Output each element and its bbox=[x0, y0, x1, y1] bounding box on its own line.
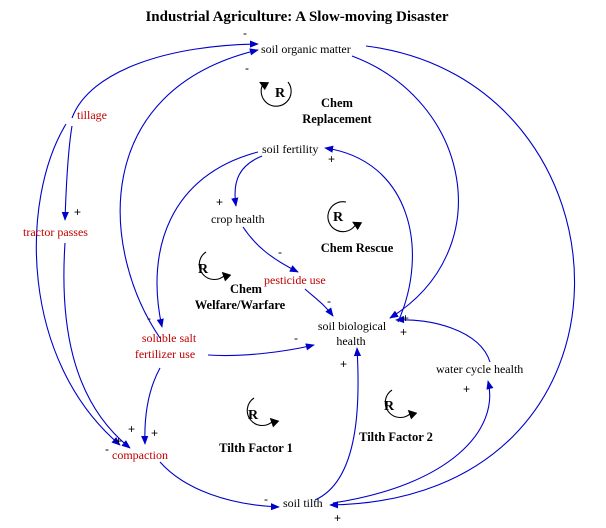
var-crop-health: crop health bbox=[211, 212, 265, 226]
svg-text:R: R bbox=[384, 399, 395, 414]
link-soil-tilth-to-water-cycle-health bbox=[332, 380, 494, 504]
loop-marker-tilth-factor-1: R bbox=[246, 397, 280, 428]
link-tillage-to-soil-organic-matter bbox=[71, 40, 259, 119]
svg-text:R: R bbox=[333, 210, 344, 225]
loop-label-chem-welfare-line2: Welfare/Warfare bbox=[195, 298, 286, 312]
link-compaction-to-soil-tilth bbox=[159, 461, 280, 511]
loop-label-tilth-factor-1: Tilth Factor 1 bbox=[219, 441, 293, 455]
var-compaction: compaction bbox=[112, 448, 168, 462]
var-soluble-salt-fertilizer-line1: soluble salt bbox=[142, 331, 197, 345]
svg-text:R: R bbox=[275, 86, 286, 101]
var-tillage: tillage bbox=[77, 108, 107, 122]
polarity-water-bio: + bbox=[402, 311, 409, 325]
link-fertilizer-to-compaction bbox=[141, 367, 161, 445]
polarity-fertility-crop: + bbox=[216, 195, 223, 209]
polarity-tilth-bio: + bbox=[340, 357, 347, 371]
polarity-fertilizer-bio: - bbox=[294, 331, 298, 345]
loop-marker-chem-replacement: R bbox=[259, 81, 292, 107]
loop-label-tilth-factor-2: Tilth Factor 2 bbox=[359, 430, 433, 444]
polarity-compaction-tilth: - bbox=[264, 492, 268, 506]
polarity-fertilizer-compaction: + bbox=[151, 426, 158, 440]
diagram-title: Industrial Agriculture: A Slow-moving Di… bbox=[145, 9, 448, 25]
polarity-bio-fertility: + bbox=[328, 152, 335, 166]
link-crop-health-to-pesticide-use bbox=[242, 226, 299, 273]
loop-label-chem-replacement-line2: Replacement bbox=[302, 112, 372, 126]
var-soluble-salt-fertilizer-line2: fertilizer use bbox=[135, 347, 195, 361]
link-soil-organic-matter-to-soil-biological-health bbox=[351, 55, 459, 319]
var-tractor-passes: tractor passes bbox=[23, 225, 88, 239]
loop-label-chem-rescue: Chem Rescue bbox=[321, 241, 394, 255]
svg-text:R: R bbox=[198, 262, 209, 277]
loop-label-chem-welfare-line1: Chem bbox=[230, 282, 263, 296]
polarity-compaction-left: - bbox=[105, 442, 109, 456]
polarity-fertilizer-som: - bbox=[245, 61, 249, 75]
polarity-tillage-compaction: + bbox=[115, 434, 122, 448]
var-soil-organic-matter: soil organic matter bbox=[261, 42, 351, 56]
link-soil-organic-matter-to-soil-tilth bbox=[329, 45, 576, 509]
link-tillage-to-compaction bbox=[35, 123, 121, 446]
link-soil-tilth-to-soil-biological-health bbox=[314, 347, 362, 501]
polarity-som-bio: + bbox=[400, 325, 407, 339]
loop-marker-tilth-factor-2: R bbox=[384, 389, 418, 420]
link-soil-fertility-to-crop-health bbox=[231, 155, 263, 207]
link-water-cycle-health-to-soil-biological-health bbox=[395, 315, 491, 363]
loop-label-chem-replacement-line1: Chem bbox=[321, 96, 354, 110]
polarity-som-tilth: + bbox=[334, 511, 341, 525]
link-fertilizer-to-soil-organic-matter bbox=[119, 48, 259, 339]
link-tractor-passes-to-compaction bbox=[63, 242, 131, 449]
loop-marker-chem-welfare: R bbox=[198, 251, 232, 282]
var-soil-biological-health-line2: health bbox=[336, 334, 365, 348]
var-pesticide-use: pesticide use bbox=[264, 273, 326, 287]
link-soil-biological-health-to-soil-fertility bbox=[324, 145, 413, 323]
var-soil-tilth: soil tilth bbox=[283, 496, 323, 510]
polarity-tillage-tractor: + bbox=[74, 205, 81, 219]
polarity-crop-pesticide: - bbox=[278, 245, 282, 259]
svg-text:R: R bbox=[248, 408, 259, 423]
var-soil-fertility: soil fertility bbox=[262, 142, 318, 156]
link-fertilizer-to-soil-biological-health bbox=[207, 343, 315, 357]
link-soil-fertility-to-fertilizer bbox=[156, 151, 259, 328]
var-water-cycle-health: water cycle health bbox=[436, 362, 523, 376]
polarity-tractor-compaction: + bbox=[128, 422, 135, 436]
polarity-tillage-som: - bbox=[243, 26, 247, 40]
loop-marker-chem-rescue: R bbox=[327, 201, 363, 233]
polarity-tilth-water: + bbox=[463, 382, 470, 396]
polarity-pesticide-bio: - bbox=[327, 294, 331, 308]
link-tillage-to-tractor-passes bbox=[61, 125, 73, 221]
polarity-fertility-fertilizer: - bbox=[147, 311, 151, 325]
link-pesticide-use-to-soil-biological-health bbox=[304, 288, 334, 317]
var-soil-biological-health-line1: soil biological bbox=[318, 319, 387, 333]
